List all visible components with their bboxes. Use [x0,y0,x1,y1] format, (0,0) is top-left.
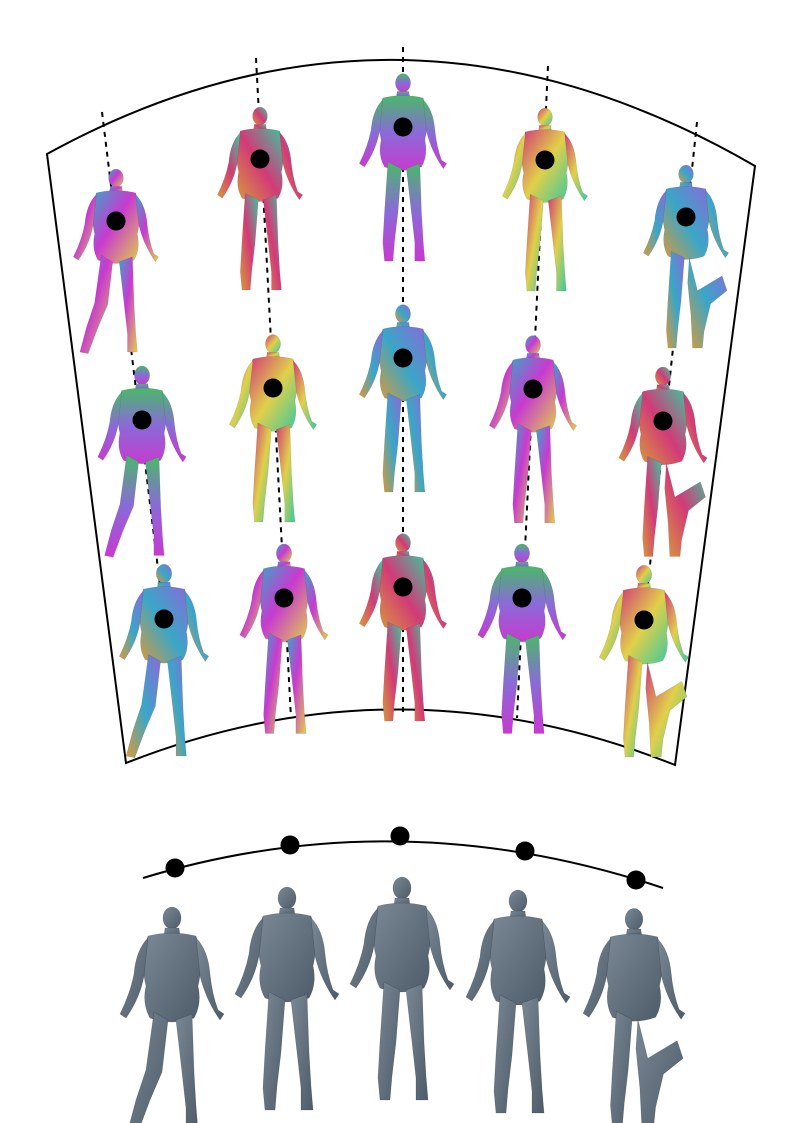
center-marker-r3-c3 [393,577,413,597]
center-marker-r2-c1 [132,410,152,430]
path-marker-1 [165,858,185,878]
camera-path-markers [165,826,646,890]
center-marker-r3-c2 [274,588,294,608]
mesh-figure-r2-c4 [488,335,578,524]
center-marker-r2-c3 [393,348,413,368]
center-marker-r1-c2 [250,149,270,169]
mesh-figure-r2-c5 [618,366,708,557]
mesh-figure-r3-c3 [358,533,448,722]
path-marker-5 [626,870,646,890]
mesh-figure-r1-c1 [73,168,159,354]
center-marker-r3-c5 [634,610,654,630]
center-marker-r3-c1 [154,609,174,629]
mesh-figure-r1-c4 [502,107,588,292]
center-marker-r2-c4 [523,379,543,399]
mesh-figure-r2-c2 [228,334,318,523]
mesh-grid [73,73,729,759]
center-marker-r2-c5 [653,411,673,431]
gray-mesh-row [119,876,686,1123]
path-marker-3 [390,826,410,846]
center-marker-r1-c4 [535,150,555,170]
center-marker-r3-c4 [512,588,532,608]
center-marker-r2-c2 [263,378,283,398]
mesh-figure-r1-c5 [643,164,729,349]
marker-grid [106,117,696,630]
gray-mesh-figure-2 [234,886,340,1111]
gray-mesh-figure-1 [119,906,225,1123]
mesh-figure-r2-c1 [97,365,187,558]
gray-mesh-figure-3 [349,876,455,1101]
mesh-figure-r3-c4 [477,543,567,734]
mesh-figure-r3-c1 [118,563,210,759]
center-marker-r1-c3 [393,117,413,137]
center-marker-r1-c5 [676,207,696,227]
path-marker-4 [515,841,535,861]
path-marker-2 [280,835,300,855]
mesh-figure-r2-c3 [358,304,448,493]
gray-mesh-figure-5 [582,908,686,1123]
gray-mesh-figure-4 [465,889,571,1114]
center-marker-r1-c1 [106,211,126,231]
mesh-figure-r1-c3 [358,73,448,262]
mesh-figure-r1-c2 [217,106,303,291]
mesh-figure-r3-c5 [598,564,690,758]
mesh-figure-r3-c2 [239,543,329,734]
